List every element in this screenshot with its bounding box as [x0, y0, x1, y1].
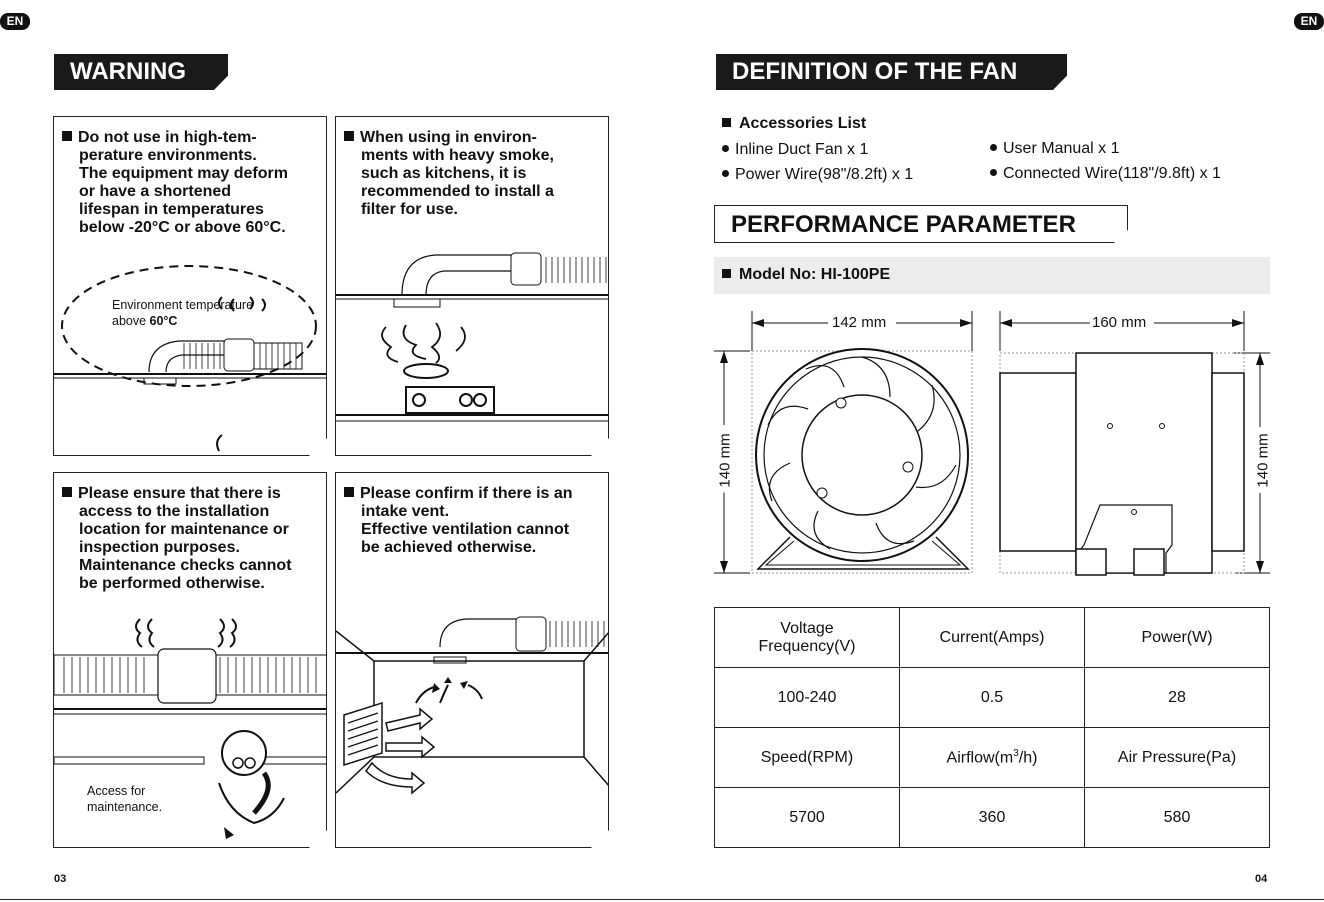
panel-smoke-text: When using in environ- ments with heavy … [344, 129, 602, 219]
intake-vent-illustration [336, 603, 610, 849]
dot-bullet-icon [990, 169, 997, 176]
side-width-dimension: 160 mm [1090, 314, 1149, 331]
language-badge-right: EN [1294, 13, 1324, 30]
maintenance-access-illustration [54, 613, 328, 849]
language-badge-left: EN [0, 13, 30, 30]
table-cell: 580 [1084, 787, 1270, 848]
table-row: Speed(RPM) Airflow(m3/h) Air Pressure(Pa… [714, 727, 1270, 788]
accessory-item: User Manual x 1 [990, 140, 1120, 158]
panel-temperature-text: Do not use in high-tem- perature environ… [62, 129, 320, 237]
page-number-left: 03 [54, 873, 67, 885]
height-dimension-right: 140 mm [1254, 428, 1272, 493]
table-cell: Air Pressure(Pa) [1084, 727, 1270, 788]
front-width-dimension: 142 mm [830, 314, 889, 331]
square-bullet-icon [344, 487, 354, 497]
maintenance-note: Access for maintenance. [87, 784, 163, 814]
accessory-item: Power Wire(98"/8.2ft) x 1 [722, 166, 913, 184]
table-cell: 100-240 [714, 667, 900, 728]
warning-panel-intake-vent: Please confirm if there is an intake ven… [335, 472, 609, 848]
temperature-note: Environment temperature above 60°C [112, 298, 254, 328]
square-bullet-icon [722, 269, 731, 278]
table-row: 5700 360 580 [714, 787, 1270, 848]
table-cell: 28 [1084, 667, 1270, 728]
fan-front-view-drawing [714, 311, 973, 574]
table-cell: Current(Amps) [898, 607, 1086, 668]
bottom-rule [0, 899, 1324, 900]
accessories-heading: Accessories List [722, 115, 866, 133]
dot-bullet-icon [722, 145, 729, 152]
hot-environment-illustration [54, 257, 328, 457]
dot-bullet-icon [722, 170, 729, 177]
table-row: 100-240 0.5 28 [714, 667, 1270, 728]
performance-title: PERFORMANCE PARAMETER [714, 205, 1128, 243]
panel-intake-text: Please confirm if there is an intake ven… [344, 485, 602, 557]
table-cell: 0.5 [898, 667, 1086, 728]
model-number: Model No: HI-100PE [722, 266, 890, 284]
warning-panel-maintenance: Please ensure that there is access to th… [53, 472, 327, 848]
panel-maintenance-text: Please ensure that there is access to th… [62, 485, 320, 593]
definition-title: DEFINITION OF THE FAN [716, 54, 1067, 90]
table-cell: Power(W) [1084, 607, 1270, 668]
square-bullet-icon [62, 487, 72, 497]
page-number-right: 04 [1255, 873, 1268, 885]
accessory-item: Connected Wire(118"/9.8ft) x 1 [990, 165, 1221, 183]
accessory-item: Inline Duct Fan x 1 [722, 141, 868, 159]
table-cell: 360 [898, 787, 1086, 848]
table-cell: Airflow(m3/h) [898, 727, 1086, 788]
fan-side-view-drawing [999, 311, 1270, 576]
square-bullet-icon [344, 131, 354, 141]
warning-panel-temperature: Do not use in high-tem- perature environ… [53, 116, 327, 456]
square-bullet-icon [62, 131, 72, 141]
square-bullet-icon [722, 118, 731, 127]
dot-bullet-icon [990, 144, 997, 151]
warning-panel-smoke: When using in environ- ments with heavy … [335, 116, 609, 456]
kitchen-smoke-illustration [336, 247, 610, 457]
table-cell: 5700 [714, 787, 900, 848]
height-dimension-left: 140 mm [716, 428, 734, 493]
table-cell: Speed(RPM) [714, 727, 900, 788]
model-bar: Model No: HI-100PE [714, 257, 1270, 294]
warning-title: WARNING [54, 54, 228, 90]
